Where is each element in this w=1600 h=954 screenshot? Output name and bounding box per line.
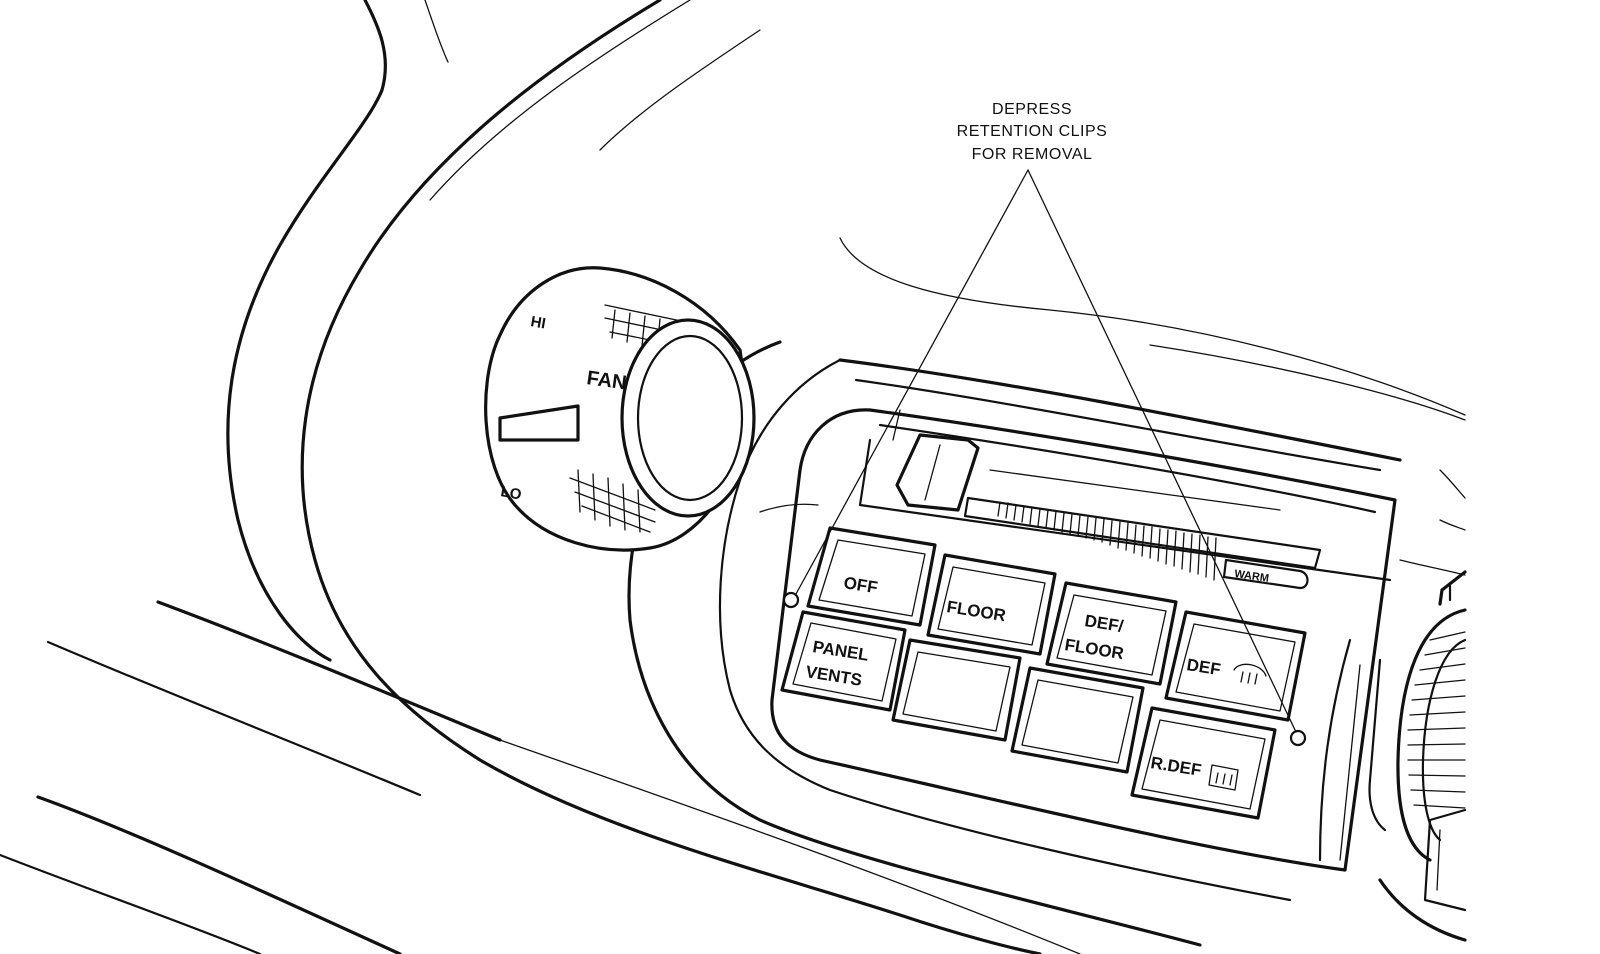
warm-label: WARM (1234, 568, 1270, 585)
knob-face (620, 318, 756, 518)
mode-buttons: OFF FLOOR DEF/ FLOOR DEF PANEL VENTS (780, 526, 1307, 820)
fan-lo-label: LO (499, 483, 523, 503)
floor-button[interactable]: FLOOR (926, 553, 1057, 656)
rear-window-defrost-icon (1208, 764, 1239, 791)
off-button[interactable]: OFF (806, 526, 937, 627)
temperature-slider-knob[interactable] (895, 433, 980, 512)
rear-defrost-button[interactable]: R.DEF (1130, 706, 1277, 820)
retention-clip-left[interactable] (782, 591, 800, 609)
temperature-scale-ticks (997, 501, 1217, 581)
blank-button-1[interactable] (891, 638, 1022, 742)
retention-clip-right[interactable] (1289, 729, 1307, 747)
callout: DEPRESS RETENTION CLIPS FOR REMOVAL (795, 101, 1297, 733)
callout-line-3: FOR REMOVAL (972, 146, 1093, 163)
adjacent-unit-partial (1368, 570, 1467, 942)
callout-leader-right (1027, 169, 1297, 733)
callout-leader-left (795, 169, 1029, 595)
callout-line-2: RETENTION CLIPS (957, 123, 1108, 140)
dashboard-outline (0, 0, 1466, 954)
temperature-slider[interactable]: WARM (895, 433, 1322, 590)
windshield-defrost-icon (1233, 663, 1267, 685)
def-button[interactable]: DEF (1164, 610, 1307, 722)
fan-hi-label: HI (529, 313, 547, 332)
panel-vents-button[interactable]: PANEL VENTS (780, 610, 907, 712)
adjacent-knob-ridges (1407, 631, 1466, 809)
knob-grip-bottom (569, 469, 656, 533)
callout-line-1: DEPRESS (992, 101, 1072, 118)
control-panel (759, 408, 1397, 872)
fan-knob[interactable]: FAN HI LO (484, 266, 756, 552)
blank-button-2[interactable] (1010, 666, 1145, 774)
def-floor-button[interactable]: DEF/ FLOOR (1045, 581, 1178, 686)
